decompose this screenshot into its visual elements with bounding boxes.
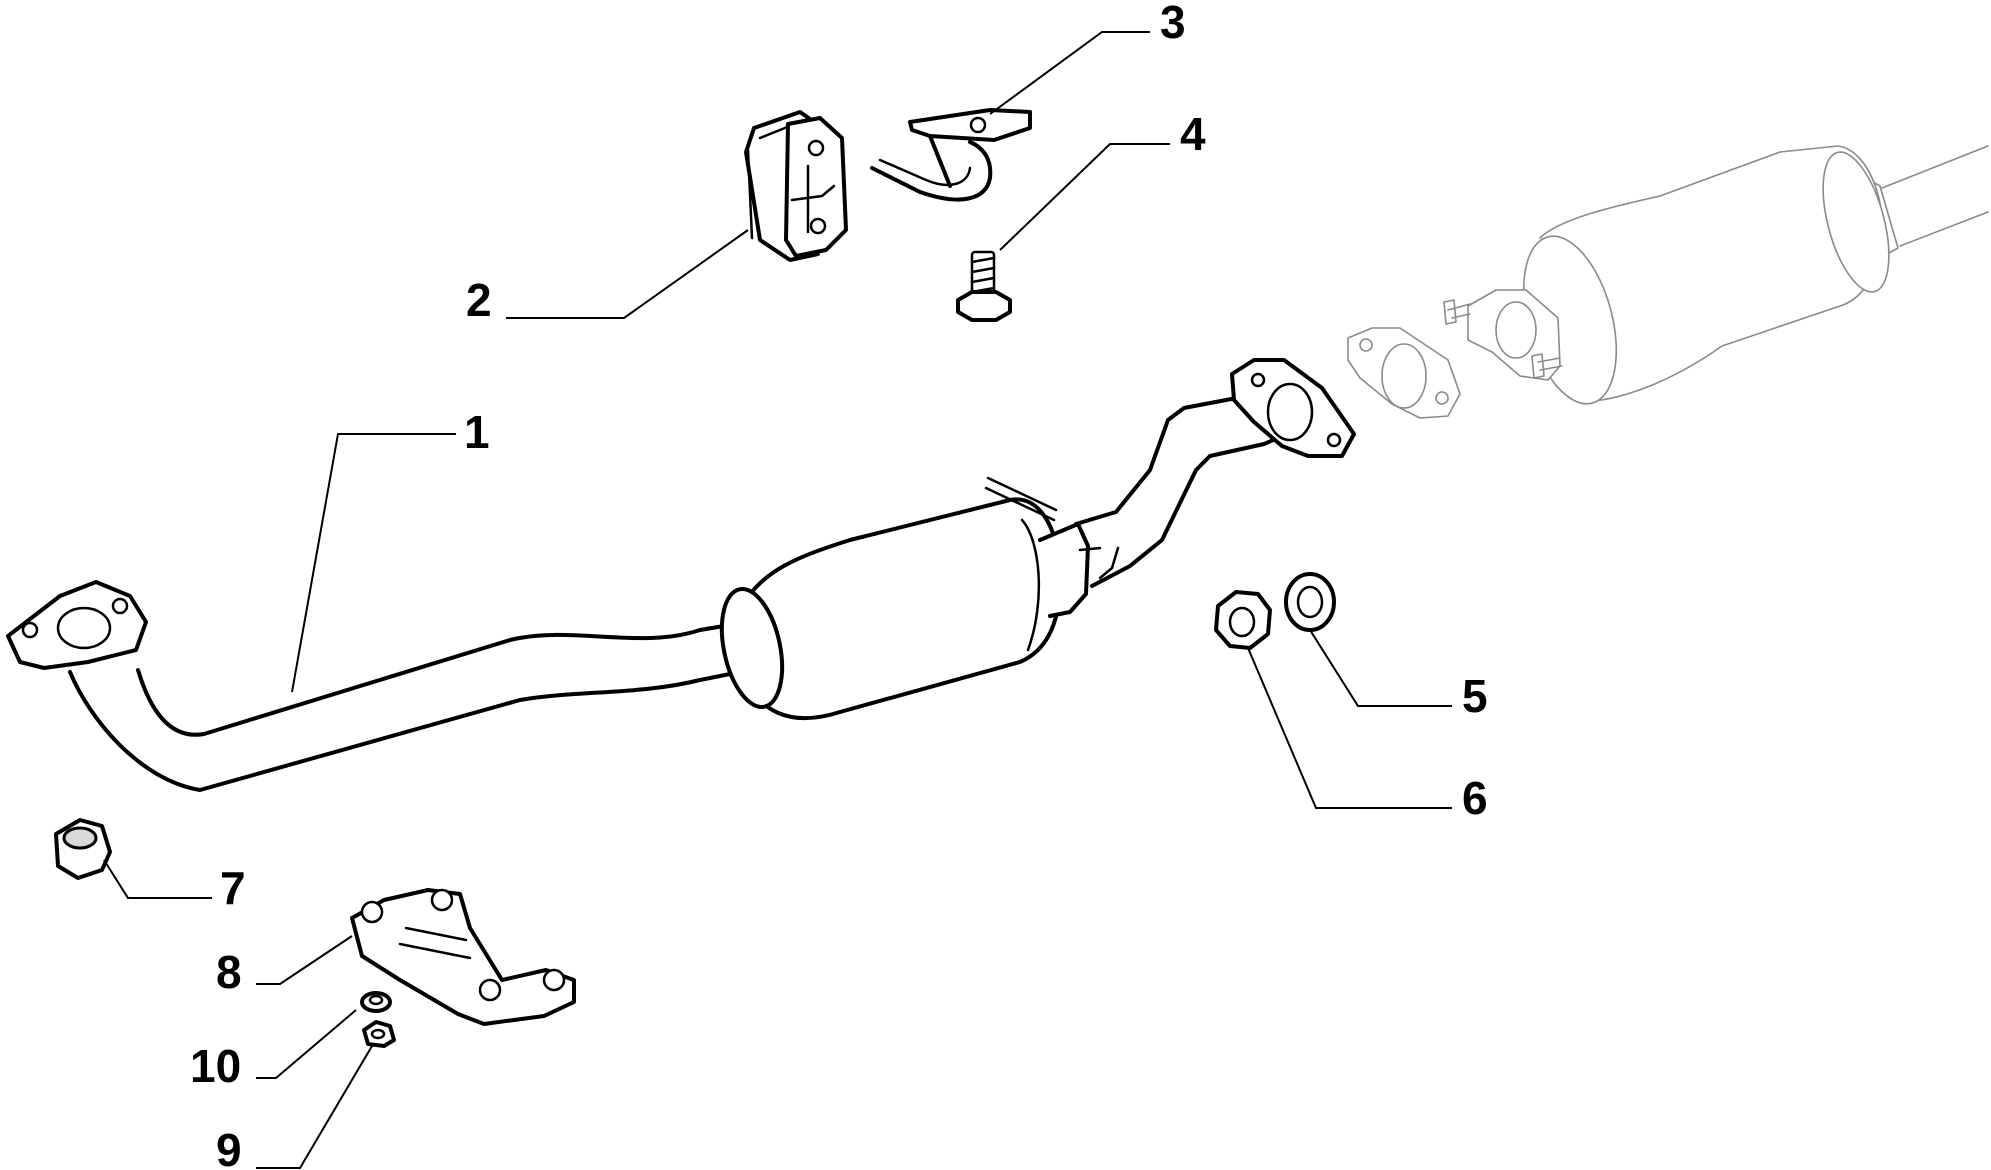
- leader-1: [291, 433, 456, 693]
- callout-6: 6: [1462, 772, 1488, 824]
- leader-lines: [103, 31, 1452, 1169]
- leader-7: [103, 859, 212, 899]
- small-nut-and-washer: [360, 991, 396, 1048]
- leader-3: [989, 31, 1150, 115]
- leader-10: [256, 1009, 357, 1079]
- callout-numbers: 1 2 3 4 5 6 7 8 10 9: [190, 0, 1488, 1170]
- callout-4: 4: [1180, 108, 1206, 160]
- callout-10: 10: [190, 1040, 241, 1092]
- flange-nut: [54, 818, 112, 880]
- rear-silencer-outline: [1443, 145, 1989, 405]
- washer-and-nut: [1214, 572, 1336, 650]
- hex-bolt: [956, 250, 1012, 322]
- leader-5: [1309, 629, 1452, 707]
- flange-gasket: [1347, 327, 1461, 419]
- leader-4: [999, 143, 1170, 251]
- leader-6: [1247, 647, 1452, 809]
- leader-9: [256, 1045, 373, 1169]
- leader-8: [256, 935, 353, 985]
- pipe-support-bracket: [350, 888, 576, 1026]
- callout-2: 2: [466, 274, 492, 326]
- callout-7: 7: [220, 862, 246, 914]
- rubber-hanger-mount: [744, 110, 848, 262]
- callout-3: 3: [1160, 0, 1186, 48]
- front-exhaust-pipe-with-catalyst: [6, 358, 1356, 792]
- leader-2: [506, 229, 749, 319]
- callout-1: 1: [464, 406, 490, 458]
- callout-5: 5: [1462, 670, 1488, 722]
- bracket-with-u-clamp: [870, 108, 1032, 202]
- callout-8: 8: [216, 946, 242, 998]
- callout-9: 9: [216, 1124, 242, 1170]
